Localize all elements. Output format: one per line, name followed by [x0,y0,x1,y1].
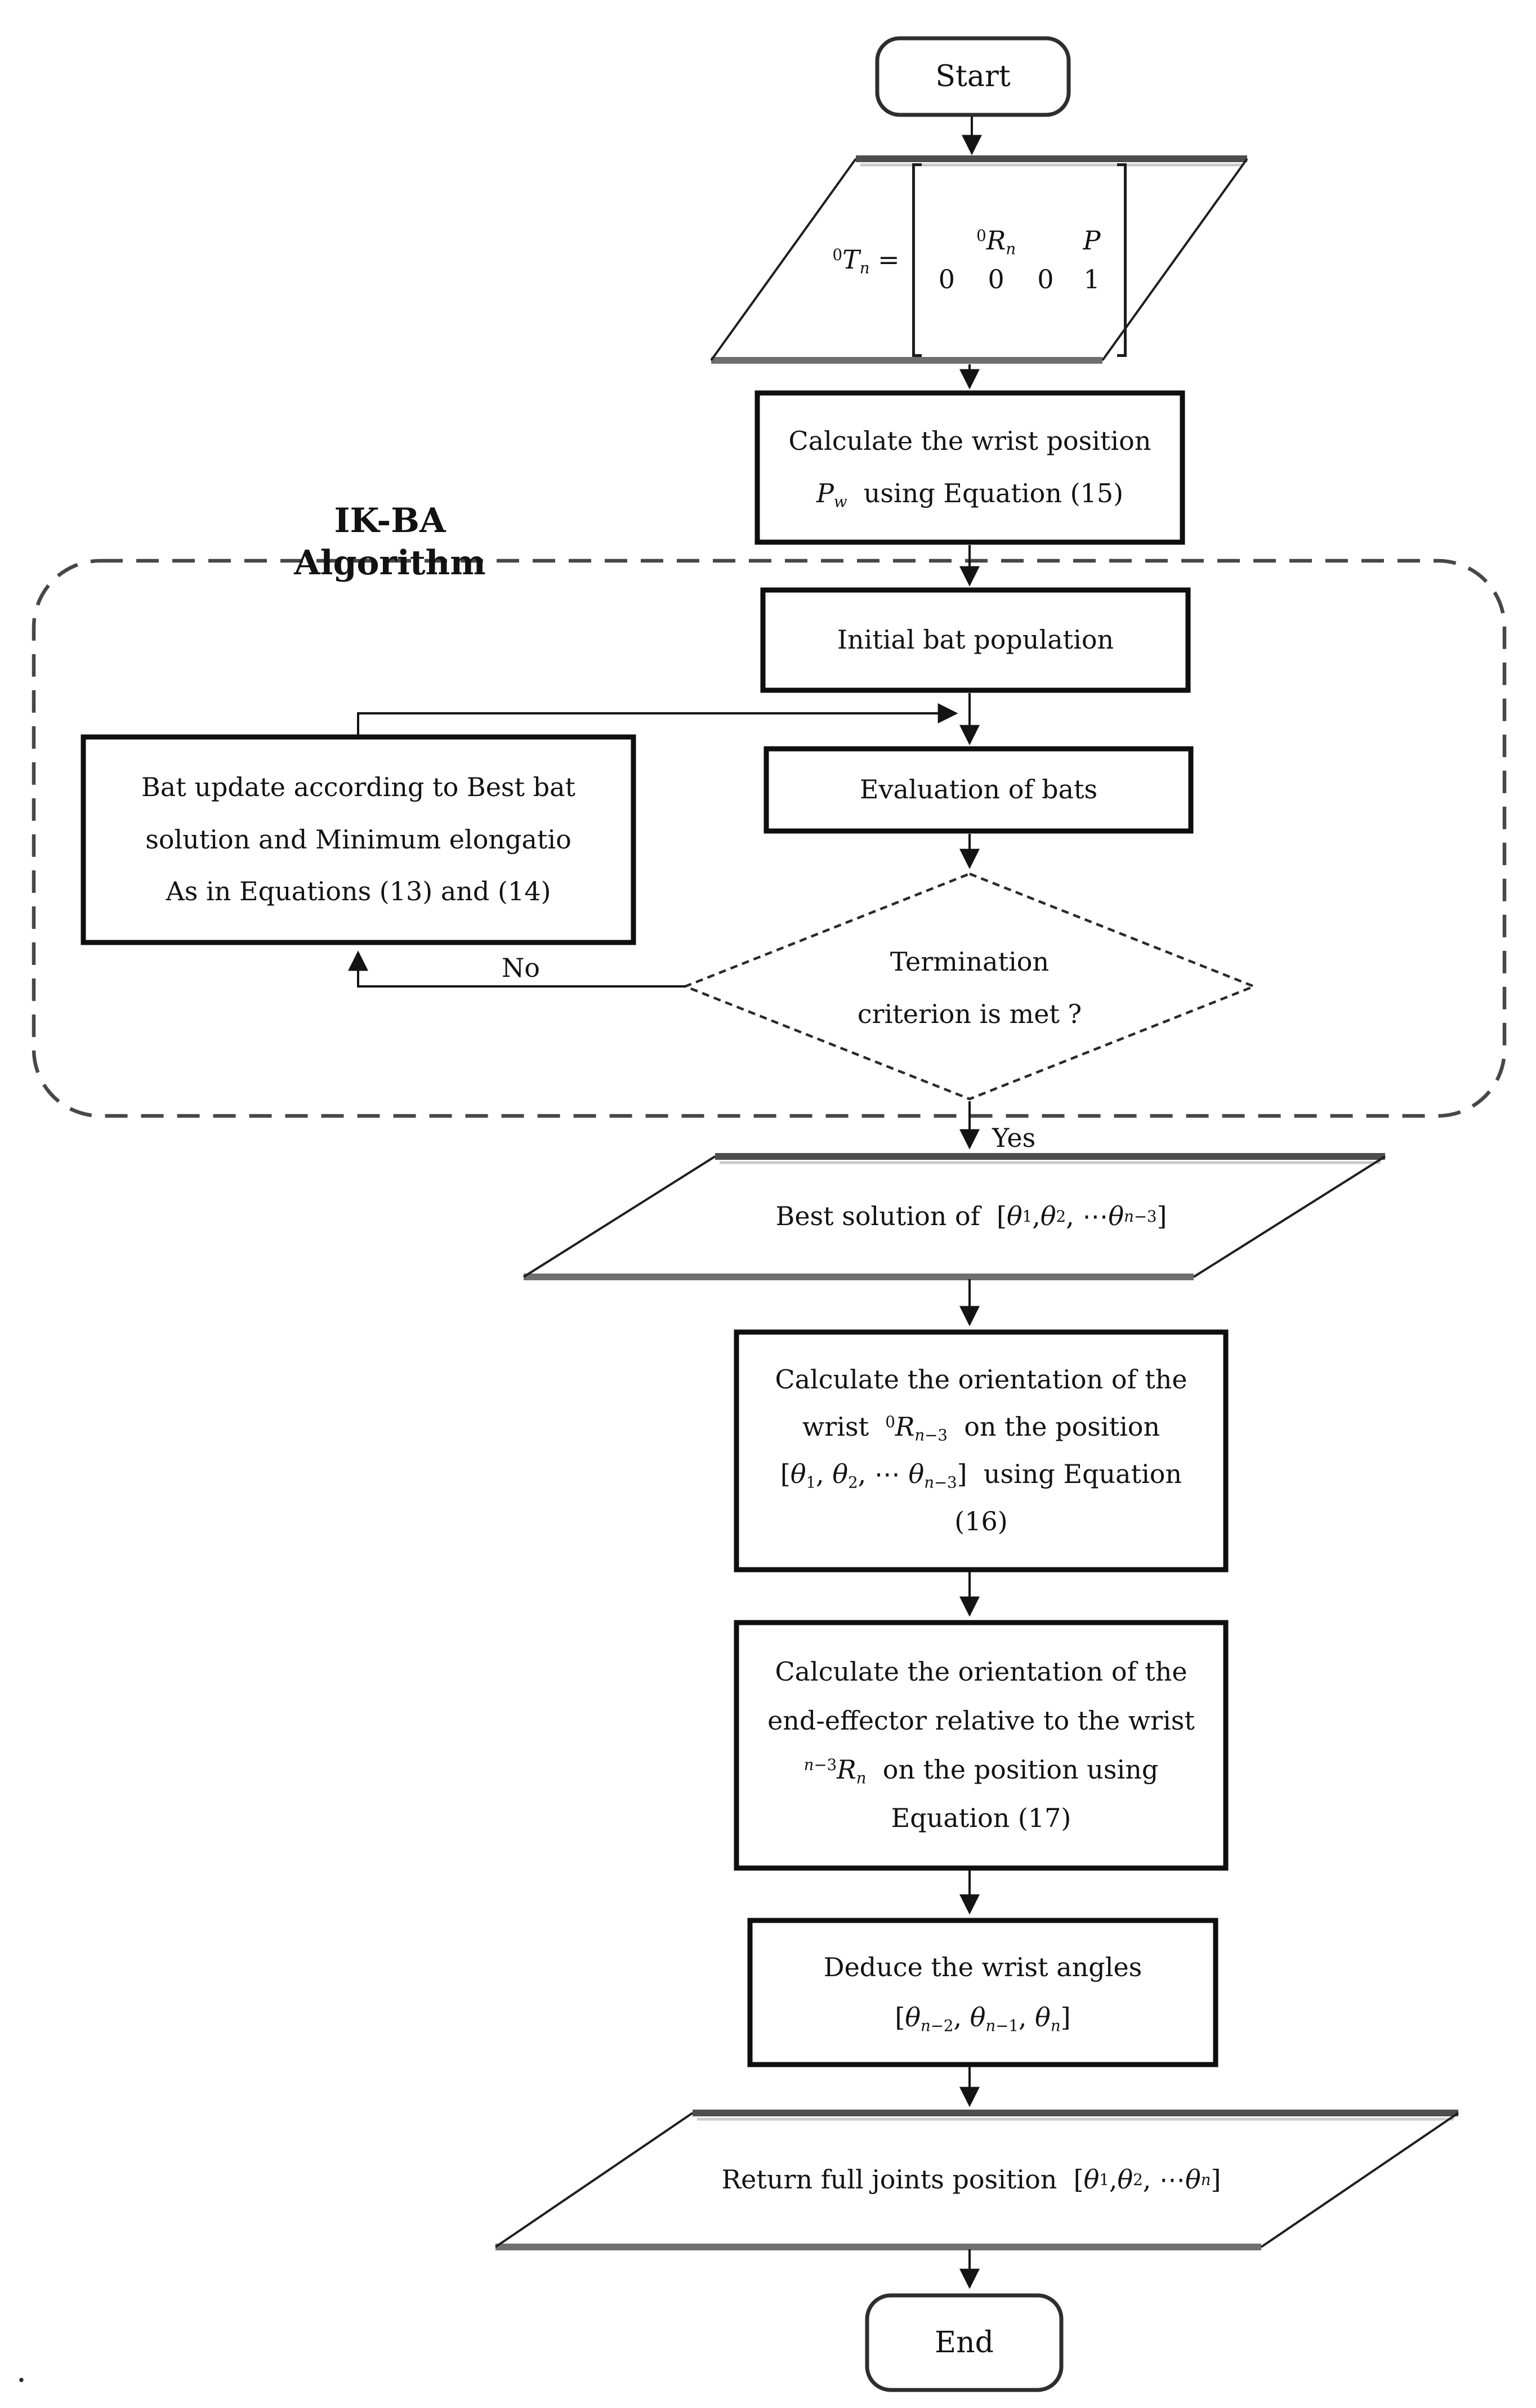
end-node-shape [865,2293,1064,2392]
pose-matrix-parallelogram [710,155,1248,364]
parallelogram-right-edge [1260,2112,1459,2248]
parallelogram-left-edge [523,1155,716,1278]
matrix-right-bracket [1117,163,1127,357]
matrix-left-bracket [912,163,922,357]
wrist-position-box-label: Calculate the wrist position Pw using Eq… [757,393,1182,542]
pose-matrix: 0Rn P 0 0 0 1 [934,222,1105,298]
termination-decision-diamond [681,872,1258,1101]
wrist-position-line-1: Calculate the wrist position [788,426,1151,457]
evaluation-box-shape [763,746,1194,834]
equation-lhs: 0Tn = [832,244,900,278]
termination-line-2: criterion is met ? [857,998,1082,1029]
deduce-angles-line-2: [θn−2, θn−1, θn] [895,2002,1071,2035]
matrix-cell-r1c2: P [1083,225,1101,256]
evaluation-box-label: Evaluation of bats [859,774,1098,805]
ee-orientation-line-1: Calculate the orientation of the [775,1656,1187,1687]
no-edge-label: No [502,953,540,984]
deduce-angles-box-shape [747,1918,1218,2067]
termination-line-1: Termination [890,946,1050,977]
return-joints-parallelogram [494,2110,1459,2250]
matrix-cell-r2c1: 0 0 0 [938,264,1054,294]
ee-orientation-line-2: end-effector relative to the wrist [767,1705,1195,1736]
best-solution-parallelogram [523,1153,1386,1280]
parallelogram-left-edge [710,158,857,361]
edge-decision-no-to-batupdate [348,950,685,988]
edge-batupdate-feedback [357,703,958,737]
wrist-orientation-line-4: (16) [954,1506,1008,1537]
bat-update-line-1: Bat update according to Best bat [141,772,575,803]
end-effector-orientation-box-label: Calculate the orientation of the end-eff… [736,1623,1226,1868]
start-node-shape [875,36,1071,117]
ikba-dashed-container [32,559,1507,1118]
yes-edge-label: Yes [992,1123,1036,1154]
bat-update-line-3: As in Equations (13) and (14) [166,876,551,907]
ee-orientation-line-3: n−3Rn on the position using [803,1754,1159,1787]
wrist-position-box-shape [754,390,1185,545]
initial-population-box-shape [760,587,1191,693]
wrist-orientation-line-2: wrist 0Rn−3 on the position [802,1411,1160,1445]
wrist-orientation-box-shape [734,1329,1229,1572]
wrist-orientation-line-1: Calculate the orientation of the [775,1364,1187,1395]
matrix-cell-r1c1: 0Rn [976,225,1016,258]
footnote-dot: . [16,2351,27,2389]
termination-decision-label: Termination criterion is met ? [800,926,1140,1050]
parallelogram-left-edge [494,2112,694,2248]
pose-matrix-equation: 0Tn = 0Rn P 0 0 0 1 [712,163,1247,357]
ee-orientation-line-4: Equation (17) [891,1803,1071,1834]
bat-update-box-label: Bat update according to Best bat solutio… [83,737,633,942]
initial-population-box-label: Initial bat population [837,624,1114,655]
matrix-cell-r2c2: 1 [1083,264,1100,294]
wrist-orientation-box-label: Calculate the orientation of the wrist 0… [736,1332,1226,1570]
ikba-algorithm-label: IK-BA Algorithm [294,501,486,583]
bat-update-line-2: solution and Minimum elongatio [145,824,571,855]
start-node-label: Start [935,59,1011,93]
parallelogram-right-edge [1193,1155,1386,1278]
end-effector-orientation-box-shape [734,1620,1229,1871]
deduce-angles-box-label: Deduce the wrist angles [θn−2, θn−1, θn] [750,1920,1216,2065]
wrist-position-line-2: Pw using Equation (15) [816,478,1124,511]
deduce-angles-line-1: Deduce the wrist angles [823,1952,1142,1982]
end-node-label: End [935,2325,994,2360]
wrist-orientation-line-3: [θ1, θ2, ⋯ θn−3] using Equation [780,1459,1182,1492]
bat-update-box-shape [81,734,636,945]
